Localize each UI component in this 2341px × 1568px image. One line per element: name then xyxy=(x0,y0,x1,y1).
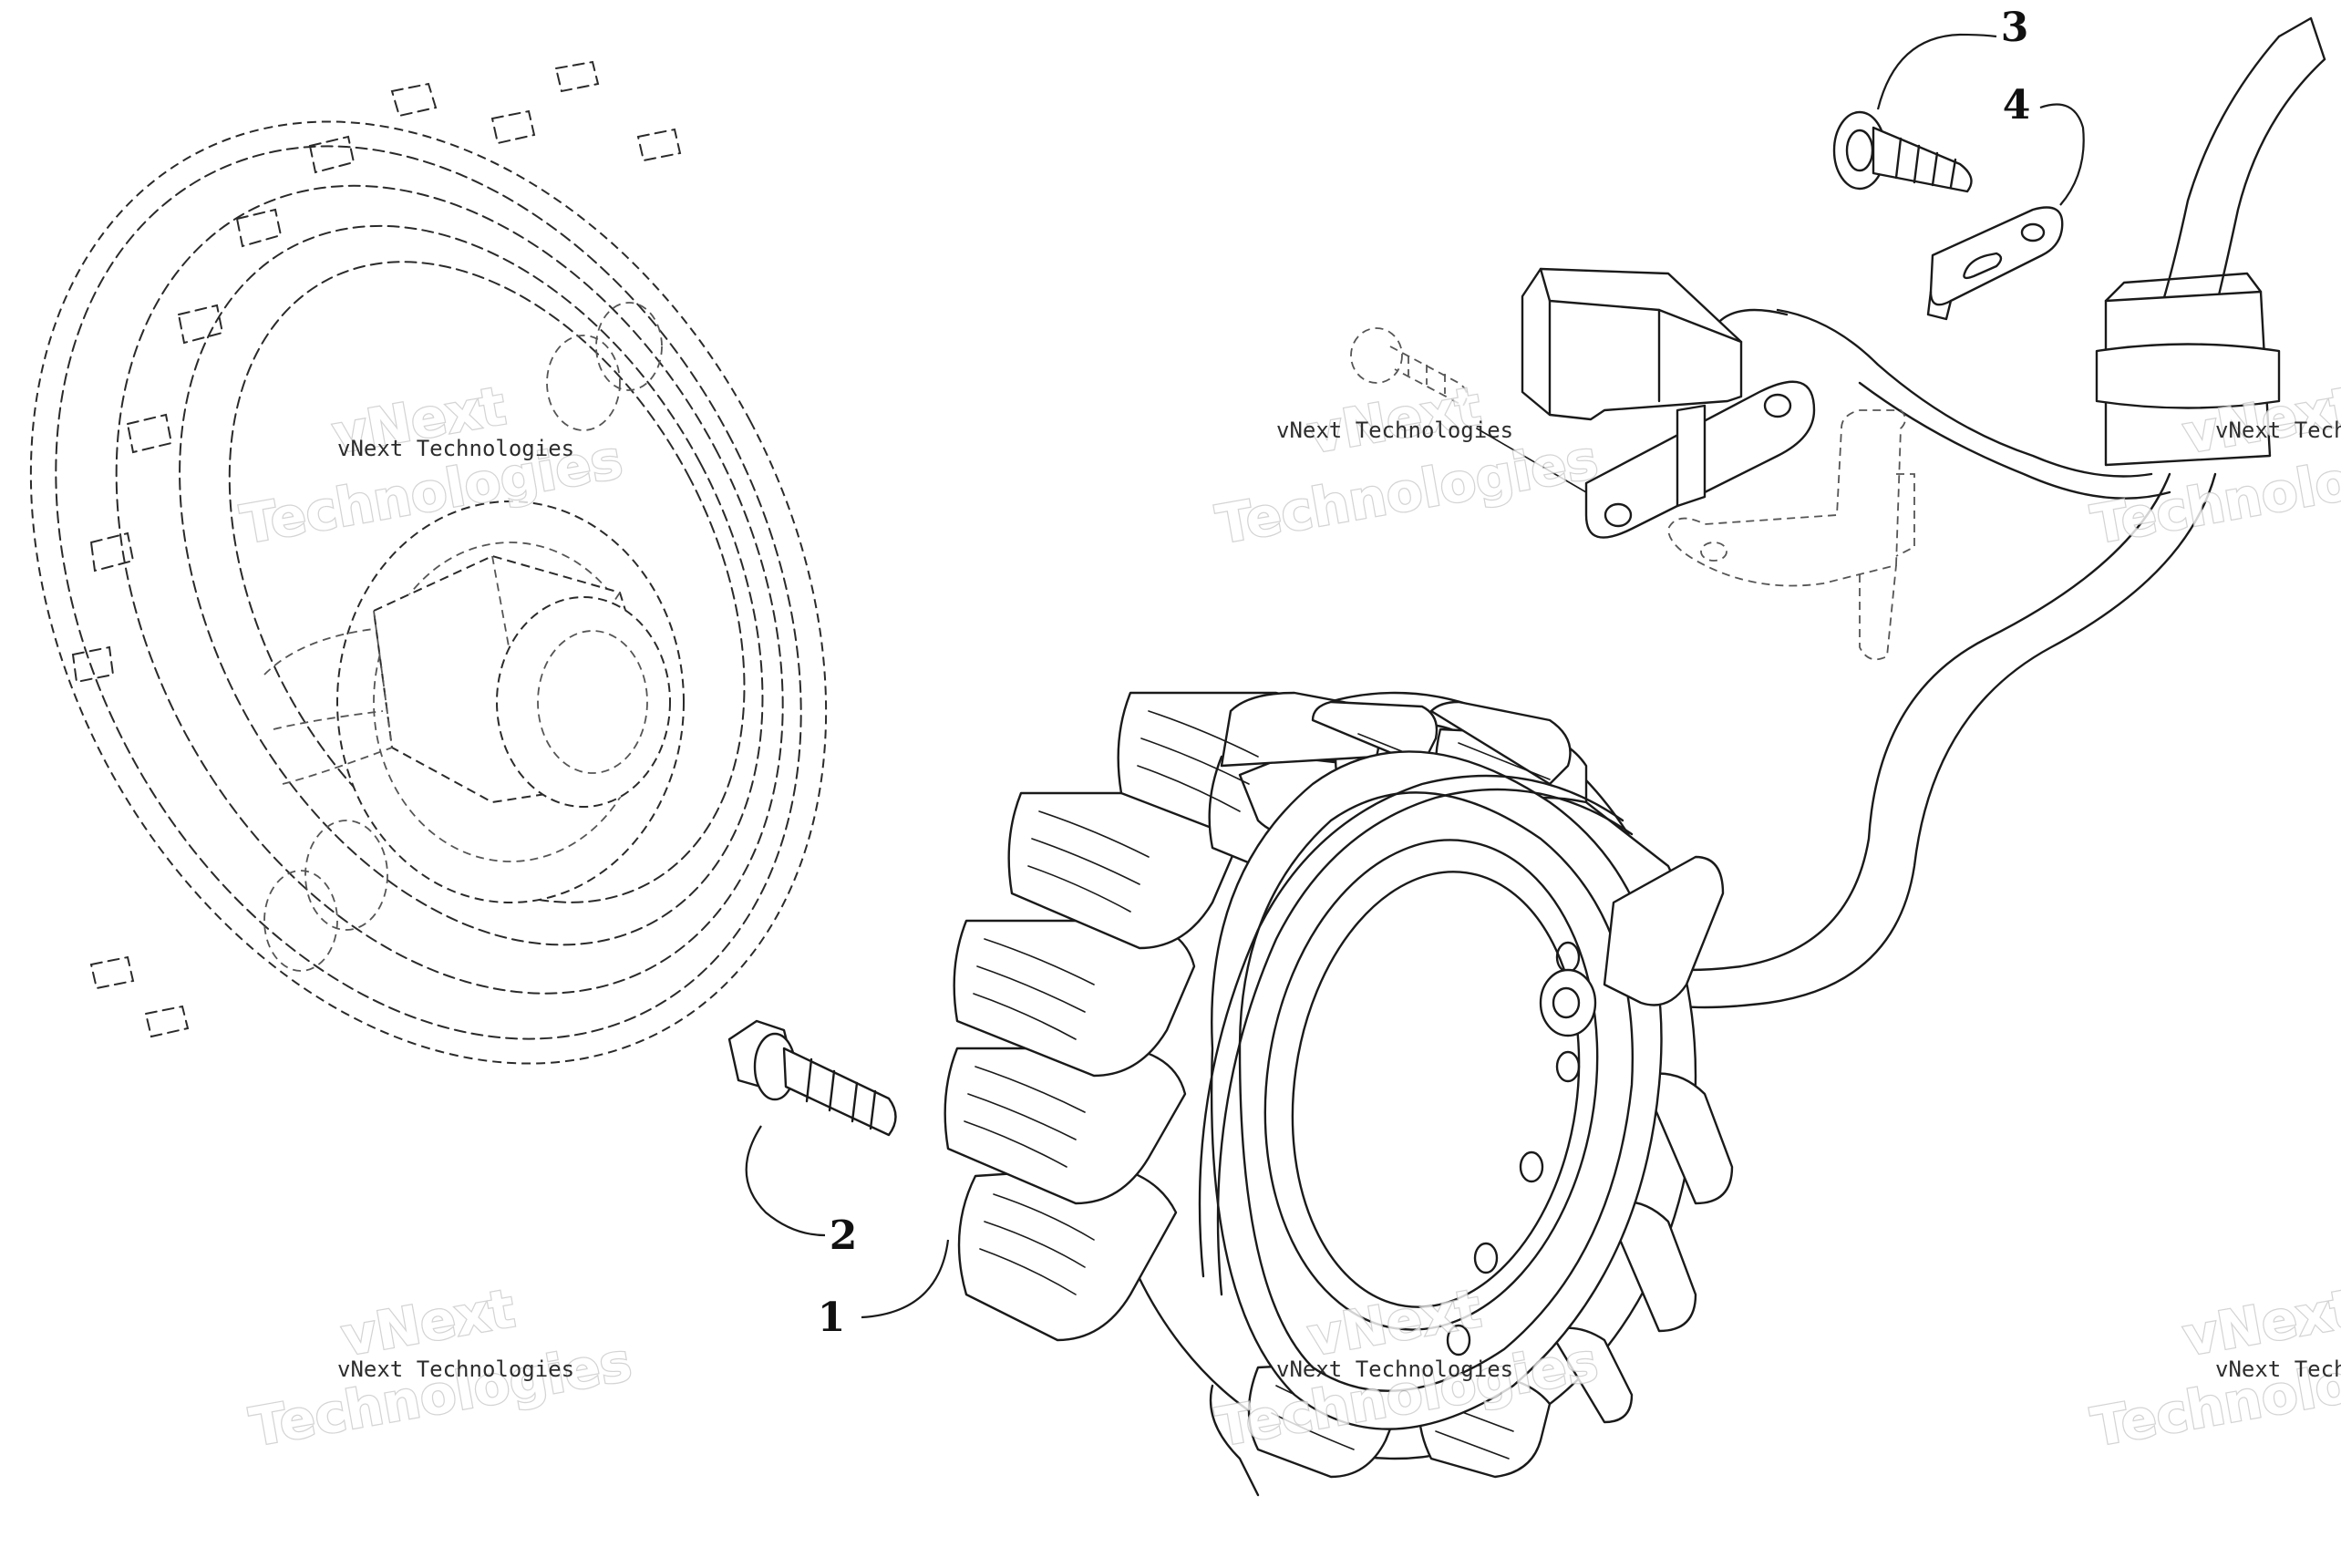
wire-harness-icon xyxy=(1639,16,2326,1009)
watermark-text: vNext Technologies xyxy=(2215,1357,2341,1382)
callout-4-label: 4 xyxy=(2003,82,2031,129)
flywheel-icon xyxy=(29,60,828,1065)
svg-text:vNext: vNext xyxy=(2179,1277,2341,1368)
callout-3: 3 xyxy=(1876,5,2029,110)
watermark-text: vNext Technologies xyxy=(2215,418,2341,443)
watermark-text: vNext Technologies xyxy=(1276,418,1513,443)
callout-1-label: 1 xyxy=(818,1295,846,1341)
flange-bolt-icon xyxy=(727,1019,897,1137)
stator-icon xyxy=(944,691,1734,1497)
pickup-sensor-icon xyxy=(1521,267,1816,539)
clamp-plate-icon xyxy=(1926,206,2064,321)
callout-4: 4 xyxy=(2003,82,2085,206)
screw-icon xyxy=(1832,110,1973,193)
mounting-bracket-icon xyxy=(1667,409,1915,661)
callout-3-label: 3 xyxy=(2001,5,2029,51)
watermark-text: vNext Technologies xyxy=(337,436,574,461)
sensor-screw-icon xyxy=(1350,327,1587,493)
callout-1: 1 xyxy=(818,1239,950,1341)
callout-2-label: 2 xyxy=(830,1212,858,1259)
callout-2: 2 xyxy=(745,1125,858,1259)
watermark-text: vNext Technologies xyxy=(337,1357,574,1382)
watermark-text: vNext Technologies xyxy=(1276,1357,1513,1382)
